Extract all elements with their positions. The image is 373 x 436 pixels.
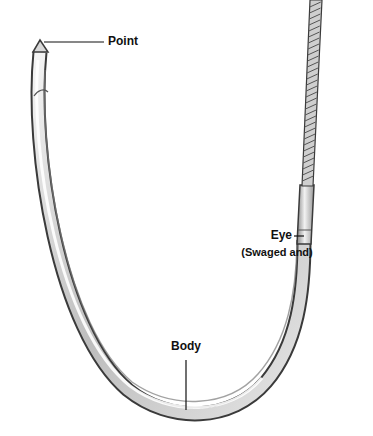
- thread-twist-stroke: [309, 20, 320, 25]
- needle-highlight: [37, 60, 262, 408]
- thread-twist-stroke: [304, 146, 315, 151]
- thread-twist-stroke: [309, 26, 320, 31]
- point-bevel: [34, 90, 48, 96]
- leader-line: [44, 41, 104, 42]
- thread-twist-stroke: [306, 80, 317, 85]
- thread-twist-stroke: [308, 50, 319, 55]
- thread-twist-stroke: [309, 32, 320, 37]
- thread-twist-stroke: [307, 74, 318, 79]
- part-label: Eye: [271, 229, 292, 242]
- thread-twist-stroke: [308, 38, 319, 43]
- thread-twist-stroke: [303, 158, 314, 163]
- thread-twist-stroke: [308, 56, 319, 61]
- part-note: (Swaged and): [241, 246, 313, 258]
- thread-twist-stroke: [303, 152, 314, 157]
- part-label: Point: [108, 35, 138, 48]
- thread-twist-stroke: [304, 140, 315, 145]
- thread-twist-stroke: [302, 176, 313, 181]
- thread-twist-stroke: [304, 128, 315, 133]
- leader-line: [185, 360, 186, 410]
- thread-twist-stroke: [310, 2, 321, 7]
- thread-twist-stroke: [305, 122, 316, 127]
- thread-twist-stroke: [305, 116, 316, 121]
- thread-twist-stroke: [303, 170, 314, 175]
- thread-twist-stroke: [310, 8, 321, 13]
- suture-thread: [302, 0, 322, 186]
- swaged-eye: [297, 185, 314, 244]
- thread-twist-stroke: [303, 164, 314, 169]
- needle-body-outline: [38, 52, 304, 414]
- thread-twist-stroke: [309, 14, 320, 19]
- thread-twist-stroke: [306, 86, 317, 91]
- thread-twist-stroke: [305, 110, 316, 115]
- thread-twist-stroke: [305, 104, 316, 109]
- thread-twist-stroke: [307, 62, 318, 67]
- thread-twist-stroke: [304, 134, 315, 139]
- swage-ring: [298, 230, 311, 231]
- thread-twist-stroke: [306, 98, 317, 103]
- needle-shade: [44, 70, 297, 401]
- needle-body: [38, 52, 304, 414]
- thread-twist-stroke: [306, 92, 317, 97]
- thread-twist: [302, 2, 320, 181]
- part-label: Body: [171, 340, 201, 353]
- thread-twist-stroke: [308, 44, 319, 49]
- leader-line: [294, 235, 304, 236]
- thread-twist-stroke: [307, 68, 318, 73]
